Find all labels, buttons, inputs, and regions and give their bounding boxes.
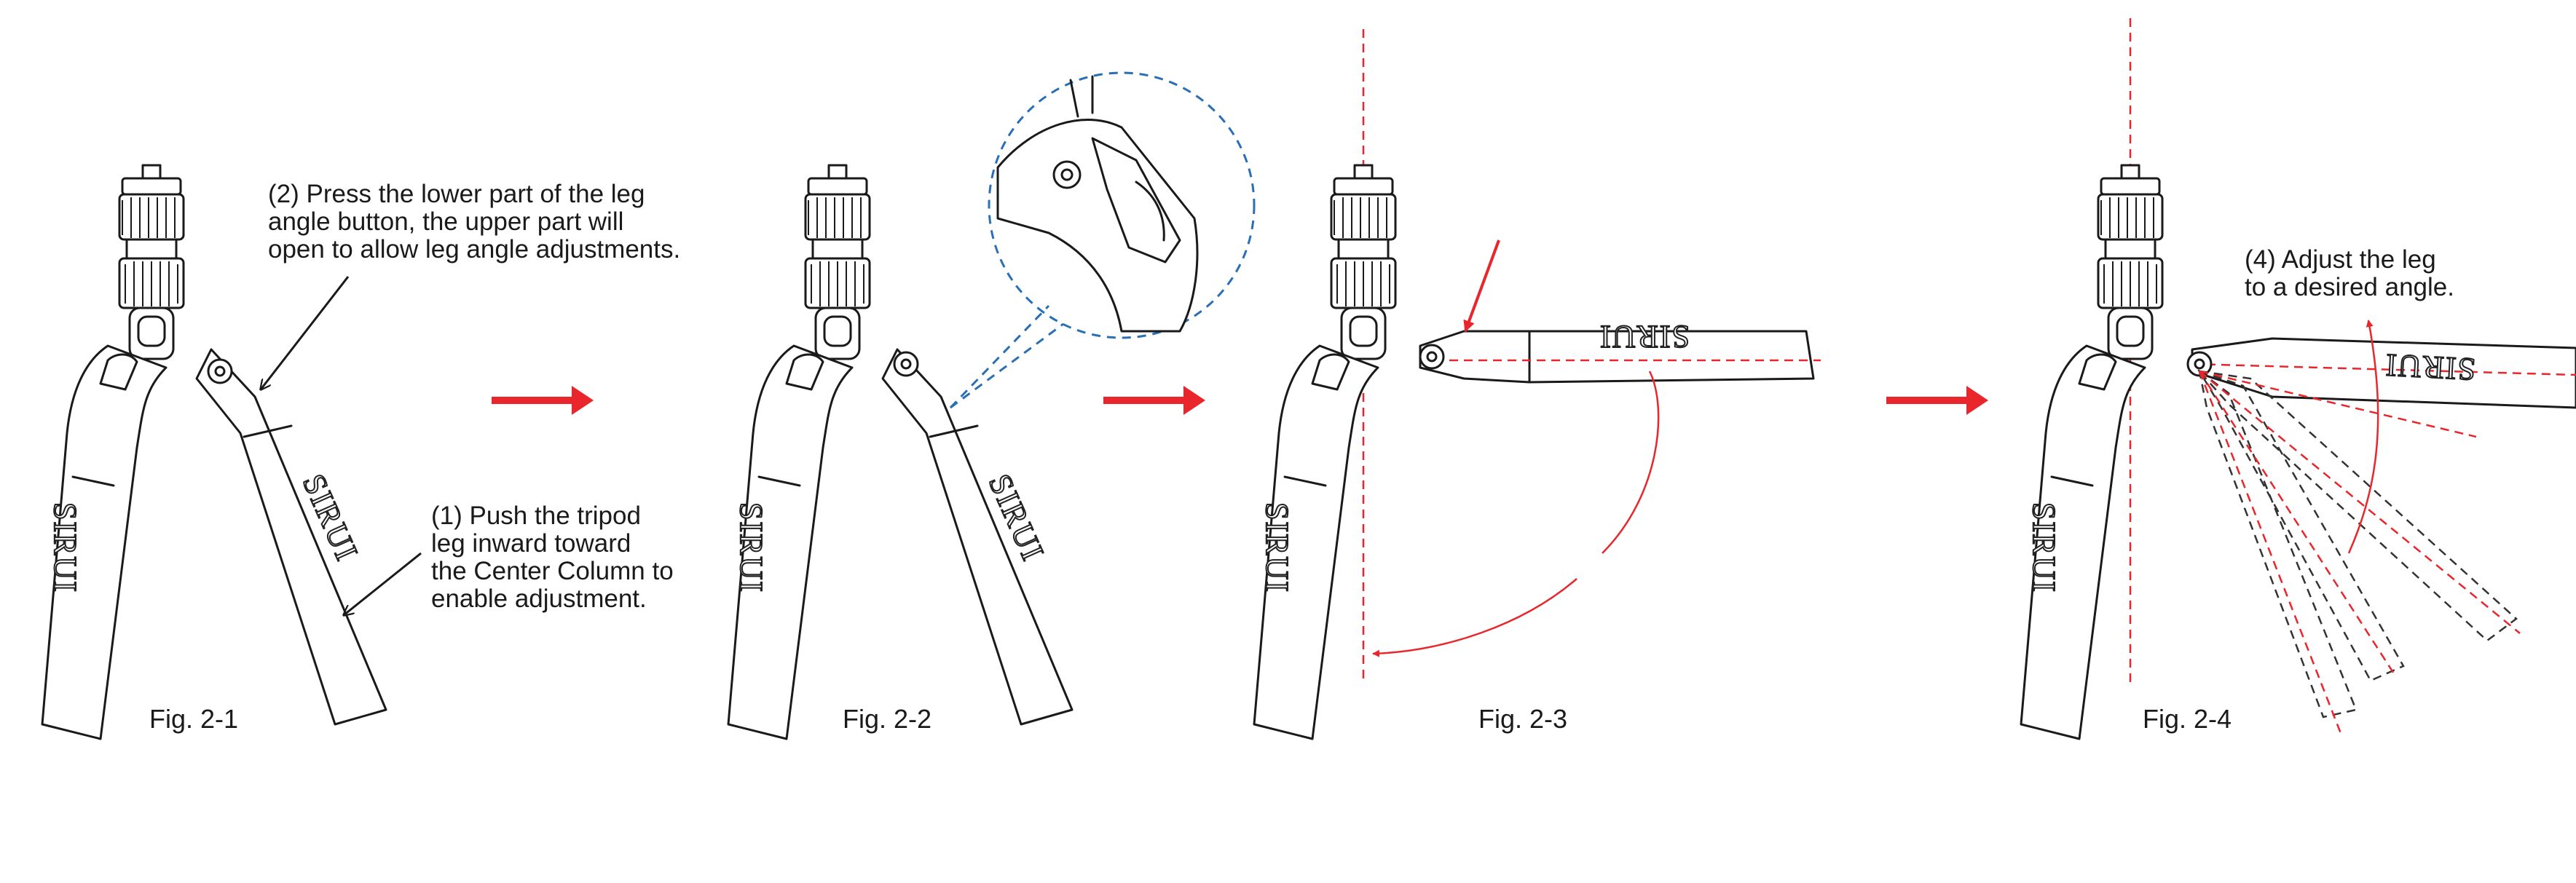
brand-label: SIRUI [2384, 347, 2476, 387]
note-line: to a desired angle. [2245, 273, 2454, 301]
press-button-pointer [261, 276, 350, 389]
note-line: enable adjustment. [431, 585, 647, 613]
figure-2-4: SIRUI SIRUI Fig. 2-4 [2020, 18, 2576, 740]
callout-leader [949, 304, 1050, 409]
note-press-button: (2) Press the lower part of the leg angl… [268, 180, 680, 264]
figure-caption: Fig. 2-4 [2143, 704, 2232, 734]
tripod-head [1330, 164, 1397, 360]
note-line: (1) Push the tripod [431, 502, 641, 530]
figure-2-3: SIRUI SIRUI Fig. 2-3 [1253, 29, 1821, 740]
note-line: (4) Adjust the leg [2245, 245, 2436, 274]
brand-label: SIRUI [2026, 502, 2062, 593]
figure-caption: Fig. 2-2 [843, 704, 931, 734]
leg-axis-line [2191, 363, 2576, 376]
tripod-head [118, 164, 185, 360]
note-push-leg: (1) Push the tripod leg inward toward th… [431, 502, 674, 613]
right-leg [195, 348, 387, 726]
ghost-leg-positions [2197, 369, 2521, 736]
rotation-arc [1602, 371, 1660, 554]
horizontal-leg [1419, 330, 1815, 384]
detail-callout-circle [988, 71, 1256, 339]
adjust-angle-arc [2347, 320, 2379, 554]
step-arrow [1103, 386, 1205, 415]
button-detail-illustration [996, 75, 1199, 333]
note-line: open to allow leg angle adjustments. [268, 235, 680, 264]
step-arrow [492, 386, 594, 415]
note-line: (2) Press the lower part of the leg [268, 180, 645, 208]
brand-label: SIRUI [1259, 502, 1295, 593]
tripod-head [804, 164, 871, 360]
tripod-head [2097, 164, 2164, 360]
step-arrow [1886, 386, 1988, 415]
press-direction-arrow [1463, 239, 1500, 333]
figure-caption: Fig. 2-3 [1478, 704, 1567, 734]
right-leg [881, 348, 1074, 726]
figure-2-2: SIRUI SIRUI Fig. 2-2 [727, 71, 1256, 740]
rotation-arc [1372, 578, 1577, 657]
figure-caption: Fig. 2-1 [149, 704, 238, 734]
brand-label: SIRUI [1599, 319, 1690, 355]
note-line: the Center Column to [431, 557, 674, 585]
note-line: angle button, the upper part will [268, 207, 623, 236]
brand-label: SIRUI [733, 502, 769, 593]
note-line: leg inward toward [431, 529, 631, 558]
brand-label: SIRUI [47, 502, 83, 593]
note-adjust-leg: (4) Adjust the leg to a desired angle. [2245, 245, 2454, 301]
callout-leader [950, 322, 1064, 409]
push-leg-pointer [344, 552, 422, 615]
